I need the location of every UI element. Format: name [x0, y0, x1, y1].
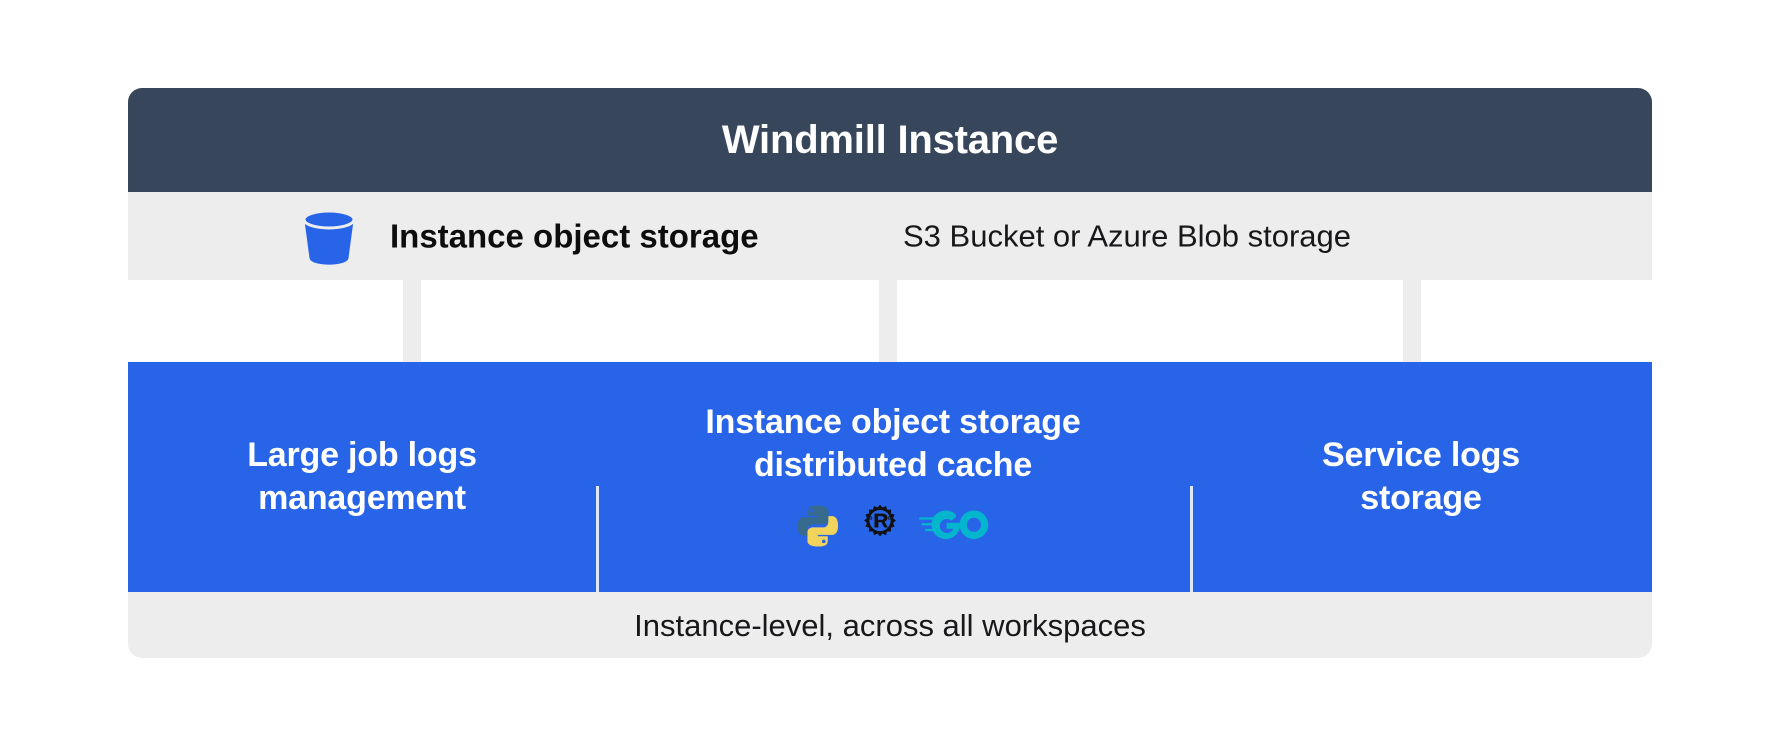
feature-service-logs: Service logs storage: [1190, 362, 1652, 592]
feature-title-line-1: Large job logs: [247, 435, 477, 474]
feature-title-line-2: distributed cache: [753, 446, 1033, 484]
feature-title-line-2: management: [258, 479, 466, 517]
feature-title: Service logs storage: [1322, 434, 1520, 520]
instance-object-storage-row: Instance object storage S3 Bucket or Azu…: [128, 192, 1652, 280]
bucket-icon: [298, 206, 360, 268]
footer-text: Instance-level, across all workspaces: [634, 607, 1146, 643]
diagram-header: Windmill Instance: [128, 88, 1652, 192]
feature-distributed-cache: Instance object storage distributed cach…: [596, 362, 1190, 592]
feature-title-line-1: Instance object storage: [705, 402, 1081, 441]
features-panel: Large job logs management Instance objec…: [128, 362, 1652, 592]
diagram-footer: Instance-level, across all workspaces: [128, 592, 1652, 658]
python-icon: [795, 503, 841, 554]
feature-title: Large job logs management: [247, 434, 477, 520]
instance-object-storage-label: Instance object storage: [390, 217, 759, 255]
go-icon: [919, 507, 991, 550]
rust-icon: [857, 503, 903, 554]
windmill-instance-diagram: Windmill Instance Instance object storag…: [128, 88, 1652, 658]
column-divider: [596, 486, 599, 592]
column-divider: [1190, 486, 1193, 592]
instance-object-storage-sublabel: S3 Bucket or Azure Blob storage: [903, 218, 1352, 254]
feature-title-line-1: Service logs: [1322, 435, 1520, 474]
page-title: Windmill Instance: [721, 118, 1059, 162]
feature-title: Instance object storage distributed cach…: [705, 401, 1080, 487]
feature-title-line-2: storage: [1360, 479, 1482, 517]
feature-large-job-logs: Large job logs management: [128, 362, 596, 592]
supported-languages: [795, 503, 991, 553]
